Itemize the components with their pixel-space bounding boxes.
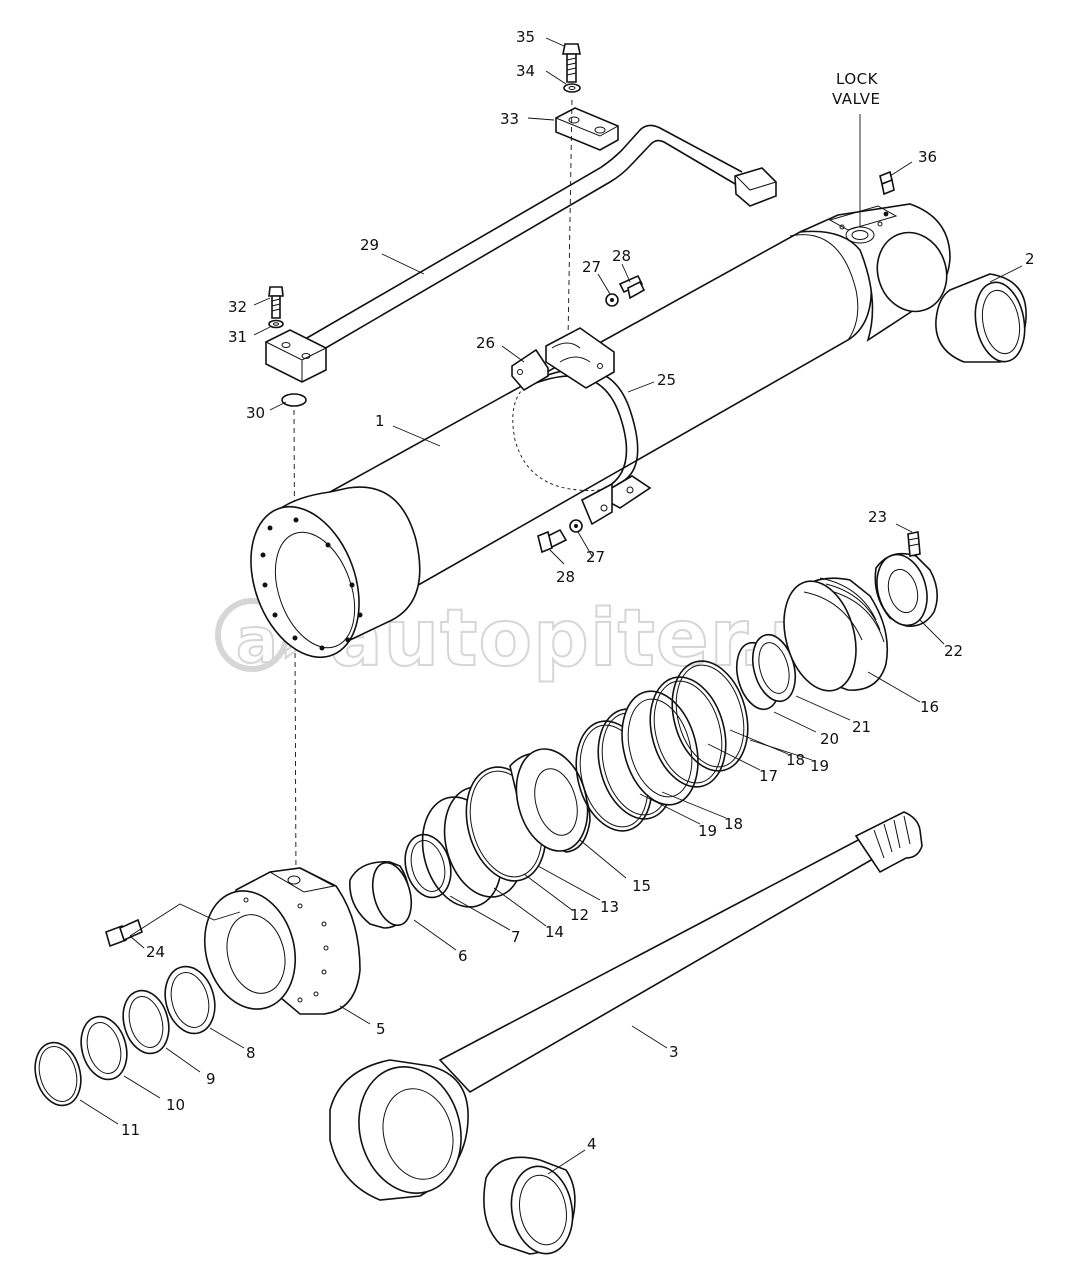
part-34-washer [563,83,581,93]
callout-1: 1 [375,412,385,430]
callout-5: 5 [376,1020,386,1038]
part-10-seal [80,1015,128,1081]
callout-14: 14 [545,923,564,941]
callout-21: 21 [852,718,871,736]
part-24-bolt [105,918,143,948]
callout-34: 34 [516,62,535,80]
callout-8: 8 [246,1044,256,1062]
callout-9: 9 [206,1070,216,1088]
callout-30: 30 [246,404,265,422]
part-9-seal [122,989,170,1055]
part-11-ring [34,1041,82,1107]
callout-18-front: 18 [724,815,743,833]
callout-33: 33 [500,110,519,128]
callout-29: 29 [360,236,379,254]
callout-3: 3 [669,1043,679,1061]
callout-4: 4 [587,1135,597,1153]
callout-11: 11 [121,1121,140,1139]
callout-labels: 1 2 3 4 5 6 7 8 9 10 11 12 13 14 15 16 1… [121,28,1035,1153]
callout-19-rear: 19 [810,757,829,775]
part-15-cushion [509,748,591,853]
part-27-washer-upper [605,293,619,307]
part-3-piston-rod [329,811,923,1201]
part-35-bolt [562,43,581,83]
callout-28-lower: 28 [556,568,575,586]
callout-35: 35 [516,28,535,46]
part-5-rod-cover [203,867,361,1015]
callout-19-front: 19 [698,822,717,840]
part-30-oring [281,393,307,407]
part-29-pipe [299,124,777,357]
lock-valve-label-line2: VALVE [832,90,881,108]
part-19-ring-rear [671,660,749,772]
part-23-set-screw [907,531,921,557]
part-31-washer [268,319,284,329]
callout-31: 31 [228,328,247,346]
part-33-clamp [555,107,619,151]
part-32-bolt [268,286,284,319]
part-6-bushing [349,861,413,929]
callout-23: 23 [868,508,887,526]
part-4-bushing [483,1156,576,1255]
callout-12: 12 [570,906,589,924]
callout-17: 17 [759,767,778,785]
callout-10: 10 [166,1096,185,1114]
callout-27-lower: 27 [586,548,605,566]
callout-15: 15 [632,877,651,895]
callout-22: 22 [944,642,963,660]
callout-25: 25 [657,371,676,389]
callout-27-upper: 27 [582,258,601,276]
callout-26: 26 [476,334,495,352]
callout-24: 24 [146,943,165,961]
lock-valve-label-line1: LOCK [836,70,879,88]
callout-18-rear: 18 [786,751,805,769]
part-16-piston [783,577,889,692]
callout-16: 16 [920,698,939,716]
part-28-bolt-upper [618,274,646,300]
callout-13: 13 [600,898,619,916]
part-27-washer-lower [569,519,583,533]
part-18-ring-rear [649,676,727,788]
pipe-flange-block [265,329,327,383]
callout-2: 2 [1025,250,1035,268]
part-1-cylinder-tube [250,203,951,659]
part-28-bolt-lower [537,528,568,554]
leader-lines [79,37,1023,1175]
part-22-nut [874,552,938,628]
callout-20: 20 [820,730,839,748]
part-2-bushing [935,273,1027,363]
callout-28-upper: 28 [612,247,631,265]
callout-6: 6 [458,947,468,965]
callout-32: 32 [228,298,247,316]
part-7-ring [404,833,452,899]
part-36-grease-nipple [879,170,895,196]
part-8-seal [164,965,216,1035]
callout-7: 7 [511,928,521,946]
callout-36: 36 [918,148,937,166]
